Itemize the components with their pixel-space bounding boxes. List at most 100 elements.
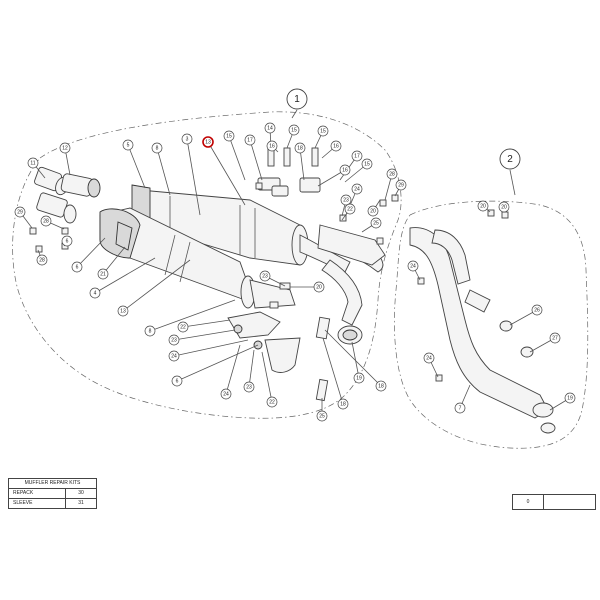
callout: 5 [122, 139, 134, 151]
callout: 6 [71, 261, 83, 273]
svg-text:20: 20 [480, 203, 486, 209]
svg-text:22: 22 [347, 206, 353, 212]
svg-text:26: 26 [534, 307, 540, 313]
svg-text:25: 25 [319, 413, 325, 419]
callout: 23 [168, 334, 180, 346]
svg-text:23: 23 [343, 197, 349, 203]
callout-leader [299, 147, 305, 181]
end-cap-parts [34, 166, 101, 224]
svg-text:15: 15 [291, 127, 297, 133]
svg-text:15: 15 [364, 161, 370, 167]
svg-text:21: 21 [100, 271, 106, 277]
repair-kit-name: REPACK [8, 488, 66, 499]
svg-text:20: 20 [316, 284, 322, 290]
svg-text:17: 17 [354, 153, 360, 159]
svg-text:16: 16 [342, 167, 348, 173]
title-cell [544, 495, 595, 509]
callout: 13 [117, 305, 129, 317]
svg-text:24: 24 [426, 355, 432, 361]
header-pipe [409, 209, 556, 434]
svg-text:2: 2 [507, 154, 513, 165]
svg-text:23: 23 [262, 273, 268, 279]
callout: 6 [61, 235, 73, 247]
repair-kits-title: MUFFLER REPAIR KITS [8, 478, 97, 489]
callout-leader [186, 138, 201, 216]
callout: 28 [386, 168, 398, 180]
callout: 8 [144, 325, 156, 337]
assembly-2-boundary [394, 200, 589, 449]
svg-text:8: 8 [149, 328, 152, 334]
repair-kit-number: 30 [65, 488, 97, 499]
callout: 16 [339, 164, 351, 176]
callout-leader [322, 337, 344, 405]
svg-text:17: 17 [247, 137, 253, 143]
repair-kit-name: SLEEVE [8, 498, 66, 509]
svg-text:24: 24 [354, 186, 360, 192]
callout: 11 [27, 157, 39, 169]
callout: 20 [313, 281, 325, 293]
svg-text:24: 24 [223, 391, 229, 397]
callout: 7 [454, 402, 466, 414]
callout-leader [173, 329, 236, 341]
callout: 14 [264, 122, 276, 134]
table-row: REPACK 30 [8, 488, 97, 499]
svg-text:27: 27 [552, 335, 558, 341]
svg-text:15: 15 [320, 128, 326, 134]
callout: 15 [317, 125, 329, 137]
svg-text:8: 8 [156, 145, 159, 151]
callout: 6 [171, 375, 183, 387]
callout: 21 [97, 268, 109, 280]
callout-leader [156, 147, 171, 196]
callout: 23 [259, 270, 271, 282]
svg-text:29: 29 [398, 182, 404, 188]
svg-text:6: 6 [66, 238, 69, 244]
svg-text:6: 6 [176, 378, 179, 384]
callout: 20 [367, 205, 379, 217]
svg-text:13: 13 [120, 308, 126, 314]
callout-leader [182, 319, 231, 328]
svg-text:18: 18 [297, 145, 303, 151]
callout-leader [225, 344, 241, 395]
callout: 24 [168, 350, 180, 362]
svg-text:20: 20 [501, 204, 507, 210]
callout: 23 [340, 194, 352, 206]
svg-text:3: 3 [186, 136, 189, 142]
svg-text:28: 28 [43, 218, 49, 224]
svg-text:18: 18 [378, 383, 384, 389]
callout: 20 [477, 200, 489, 212]
callout-leader [102, 246, 126, 275]
callout-leader [228, 135, 246, 181]
lower-muffler [99, 207, 296, 309]
callout: 29 [14, 206, 26, 218]
callout: 26 [531, 304, 543, 316]
svg-text:22: 22 [180, 324, 186, 330]
assembly-callout-1: 1 [286, 88, 308, 110]
svg-text:28: 28 [39, 257, 45, 263]
callout: 24 [351, 183, 363, 195]
callout: 22 [344, 203, 356, 215]
svg-text:20: 20 [370, 208, 376, 214]
callout-leader [94, 257, 156, 294]
table-row: SLEEVE 31 [8, 498, 97, 509]
svg-text:23: 23 [246, 384, 252, 390]
svg-text:23: 23 [171, 337, 177, 343]
svg-text:18: 18 [340, 401, 346, 407]
svg-text:13: 13 [205, 139, 211, 145]
callout: 24 [220, 388, 232, 400]
callout: 4 [89, 287, 101, 299]
svg-text:14: 14 [267, 125, 273, 131]
callout: 16 [266, 140, 278, 152]
callout-leader [127, 144, 146, 189]
callout: 15 [288, 124, 300, 136]
svg-text:11: 11 [30, 160, 35, 166]
svg-text:19: 19 [356, 375, 362, 381]
callout: 3 [181, 133, 193, 145]
svg-text:6: 6 [76, 264, 79, 270]
svg-text:24: 24 [171, 353, 177, 359]
callout: 12 [59, 142, 71, 154]
repair-kits-table: MUFFLER REPAIR KITS REPACK 30 SLEEVE 31 [8, 478, 97, 509]
callout: 17 [244, 134, 256, 146]
callout: 19 [353, 372, 365, 384]
callout: 22 [177, 321, 189, 333]
